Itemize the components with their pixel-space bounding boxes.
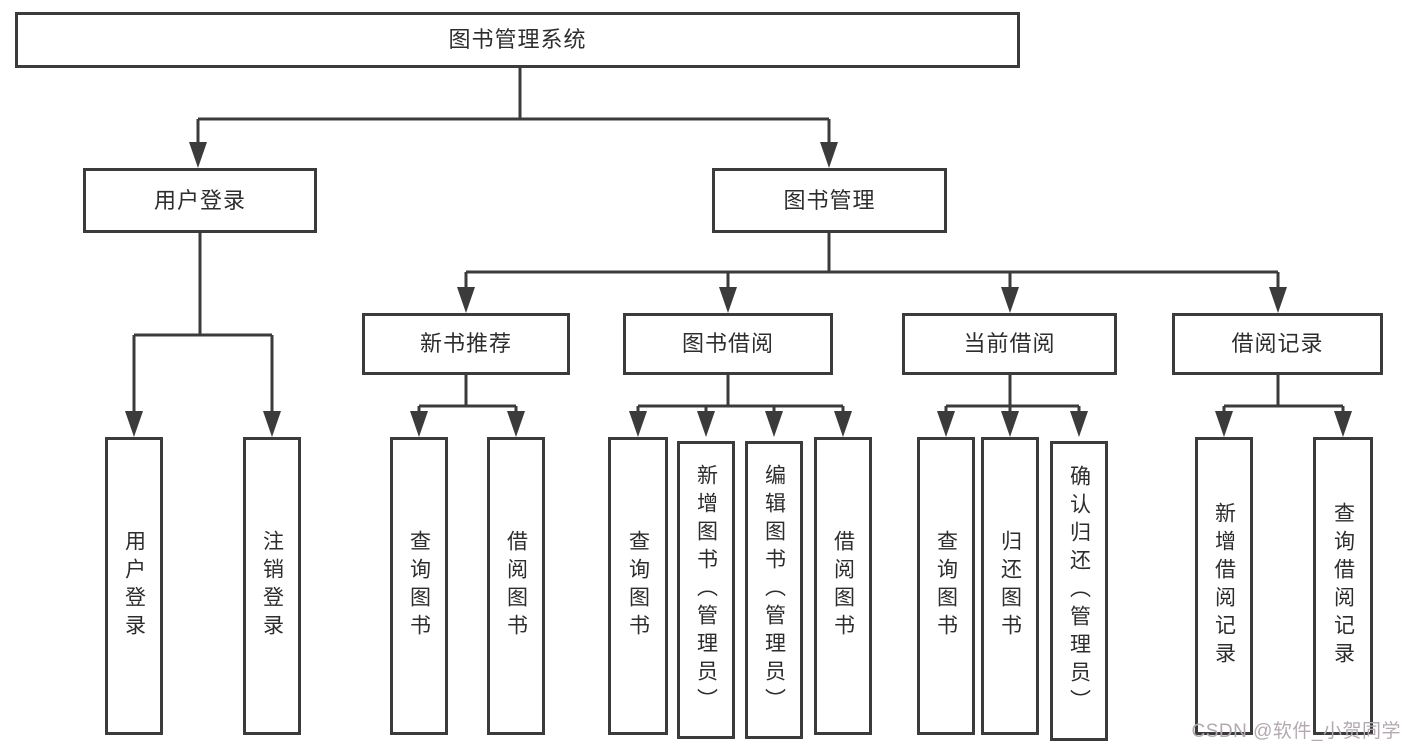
- node-leaf-logout-label: 注销登录: [260, 530, 284, 642]
- node-leaf-borrow-books-1: 借阅图书: [487, 437, 545, 735]
- watermark: CSDN @软件_小贺同学: [1191, 721, 1401, 742]
- node-leaf-borrow-books-2-label: 借阅图书: [831, 530, 855, 642]
- node-leaf-add-borrow-record-label: 新增借阅记录: [1212, 502, 1236, 670]
- node-book-borrow-label: 图书借阅: [681, 331, 774, 356]
- node-current-borrow: 当前借阅: [902, 313, 1117, 375]
- node-book-management-label: 图书管理: [783, 187, 876, 213]
- node-leaf-query-borrow-record-label: 查询借阅记录: [1331, 502, 1355, 670]
- node-leaf-return-book-label: 归还图书: [998, 530, 1022, 642]
- node-book-borrow: 图书借阅: [623, 313, 833, 375]
- node-leaf-confirm-return-admin: 确认归还（管理员）: [1050, 441, 1108, 741]
- node-leaf-query-books-1: 查询图书: [390, 437, 448, 735]
- node-leaf-user-login: 用户登录: [105, 437, 163, 735]
- node-borrow-records: 借阅记录: [1172, 313, 1383, 375]
- node-leaf-logout: 注销登录: [243, 437, 301, 735]
- node-leaf-add-book-admin-label: 新增图书（管理员）: [694, 464, 718, 716]
- node-leaf-add-book-admin: 新增图书（管理员）: [677, 441, 735, 739]
- node-book-management: 图书管理: [712, 168, 947, 233]
- node-leaf-query-books-2-label: 查询图书: [626, 530, 650, 642]
- node-user-login-label: 用户登录: [153, 187, 246, 213]
- node-leaf-query-books-3-label: 查询图书: [934, 530, 958, 642]
- node-leaf-confirm-return-admin-label: 确认归还（管理员）: [1067, 465, 1091, 717]
- node-leaf-query-borrow-record: 查询借阅记录: [1313, 437, 1373, 735]
- node-leaf-query-books-3: 查询图书: [917, 437, 975, 735]
- node-leaf-edit-book-admin-label: 编辑图书（管理员）: [762, 464, 786, 716]
- node-user-login: 用户登录: [83, 168, 317, 233]
- node-leaf-add-borrow-record: 新增借阅记录: [1195, 437, 1253, 735]
- node-leaf-return-book: 归还图书: [981, 437, 1039, 735]
- node-leaf-borrow-books-1-label: 借阅图书: [504, 530, 528, 642]
- node-borrow-records-label: 借阅记录: [1231, 331, 1324, 356]
- node-leaf-edit-book-admin: 编辑图书（管理员）: [745, 441, 803, 739]
- node-leaf-user-login-label: 用户登录: [122, 530, 146, 642]
- node-root-label: 图书管理系统: [448, 27, 587, 52]
- node-current-borrow-label: 当前借阅: [963, 331, 1056, 356]
- node-root: 图书管理系统: [15, 12, 1020, 68]
- connector-path: [132, 68, 1345, 415]
- node-leaf-query-books-2: 查询图书: [608, 437, 668, 735]
- node-leaf-query-books-1-label: 查询图书: [407, 530, 431, 642]
- node-new-book-recommend-label: 新书推荐: [419, 331, 512, 356]
- node-new-book-recommend: 新书推荐: [362, 313, 570, 375]
- node-leaf-borrow-books-2: 借阅图书: [814, 437, 872, 735]
